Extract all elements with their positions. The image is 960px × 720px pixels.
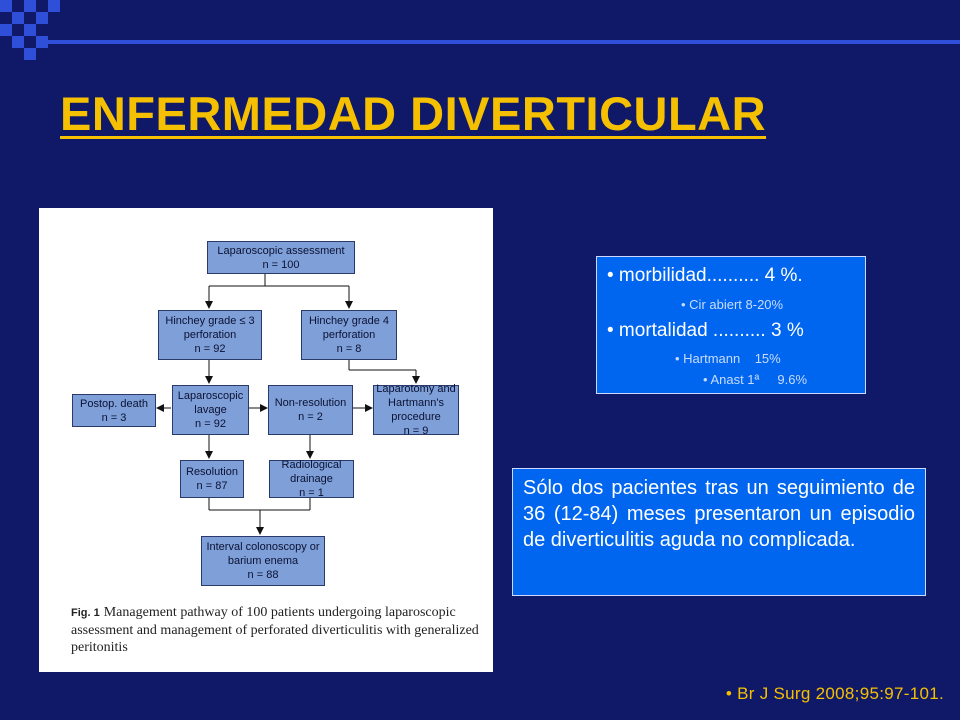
figure-caption-label: Fig. 1	[71, 607, 100, 619]
flow-node-assessment: Laparoscopic assessment n = 100	[207, 241, 355, 274]
reference-citation: • Br J Surg 2008;95:97-101.	[725, 684, 944, 703]
flow-node-lavage: Laparoscopic lavage n = 92	[172, 385, 249, 435]
slide-title: ENFERMEDAD DIVERTICULAR	[60, 87, 767, 140]
follow-up-note: Sólo dos pacientes tras un seguimiento d…	[512, 468, 926, 596]
figure-caption-text: Management pathway of 100 patients under…	[71, 605, 479, 655]
mortality-detail-anastomosis: • Anast 1ª 9.6%	[703, 372, 808, 387]
morbidity-detail: • Cir abiert 8-20%	[681, 297, 784, 312]
flow-node-laparotomy: Laparotomy and Hartmann's procedure n = …	[373, 383, 459, 437]
flowchart-arrows	[156, 273, 420, 535]
mortality-detail-hartmann: • Hartmann 15%	[675, 351, 781, 366]
flow-node-nonresolution: Non-resolution n = 2	[268, 385, 353, 435]
flow-node-hinchey3: Hinchey grade ≤ 3 perforation n = 92	[158, 310, 262, 360]
flow-node-colonoscopy: Interval colonoscopy or barium enema n =…	[201, 536, 325, 586]
flow-node-resolution: Resolution n = 87	[180, 460, 244, 498]
stats-box: • morbilidad.......... 4 %. • Cir abiert…	[596, 256, 866, 394]
top-rule	[40, 40, 960, 44]
flow-node-drainage: Radiological drainage n = 1	[269, 459, 354, 499]
mortality-line: • mortalidad .......... 3 %	[607, 320, 804, 341]
flow-node-death: Postop. death n = 3	[72, 394, 156, 427]
flow-node-hinchey4: Hinchey grade 4 perforation n = 8	[301, 310, 397, 360]
flowchart-figure: Laparoscopic assessment n = 100 Hinchey …	[39, 208, 493, 672]
morbidity-line: • morbilidad.......... 4 %.	[607, 265, 803, 286]
corner-decoration	[0, 0, 60, 60]
